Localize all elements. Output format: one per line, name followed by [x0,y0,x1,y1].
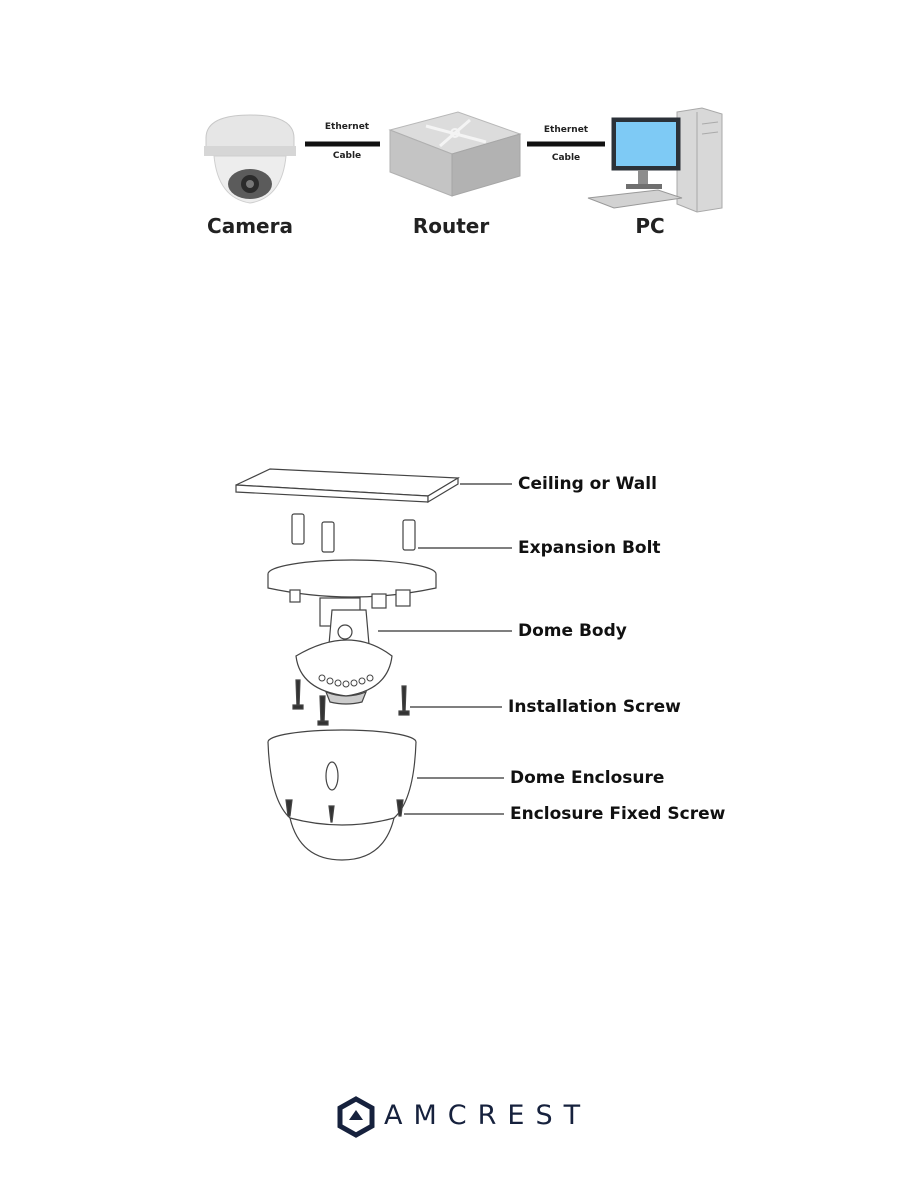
cable-1-bottom-label: Cable [332,151,362,161]
network-diagram: Ethernet Cable Ethernet Cable Camera Rou… [190,100,730,250]
dome-camera-icon [204,114,296,204]
part-label-dome-body: Dome Body [518,621,627,641]
expansion-bolt-icon [291,513,416,553]
part-label-ceiling-or-wall: Ceiling or Wall [518,474,657,494]
pc-label: PC [635,214,665,238]
part-label-enclosure-fixed-screw: Enclosure Fixed Screw [510,804,726,824]
cable-2-bottom-label: Cable [551,153,581,163]
router-icon [388,111,522,197]
installation-diagram-graphics [235,468,512,861]
part-label-installation-screw: Installation Screw [508,697,681,717]
leader-lines [378,483,512,815]
installation-screw-icon [292,679,410,726]
desktop-pc-icon [587,107,723,213]
dome-body-icon [267,559,437,705]
brand-name: AMCREST [384,1100,592,1131]
cable-2-top-label: Ethernet [543,125,589,135]
camera-label: Camera [207,214,293,238]
cable-1-top-label: Ethernet [324,122,370,132]
enclosure-fixed-screw-icon [285,799,404,823]
amcrest-logo-icon [337,1096,375,1138]
footer-brand: AMCREST [336,1096,596,1140]
dome-enclosure-icon [267,729,417,861]
ceiling-plate-icon [235,468,461,504]
part-label-expansion-bolt: Expansion Bolt [518,538,661,558]
router-label: Router [412,214,490,238]
part-label-dome-enclosure: Dome Enclosure [510,768,665,788]
network-diagram-graphics [204,107,723,213]
installation-diagram: Ceiling or Wall Expansion Bolt Dome Body… [0,460,918,880]
